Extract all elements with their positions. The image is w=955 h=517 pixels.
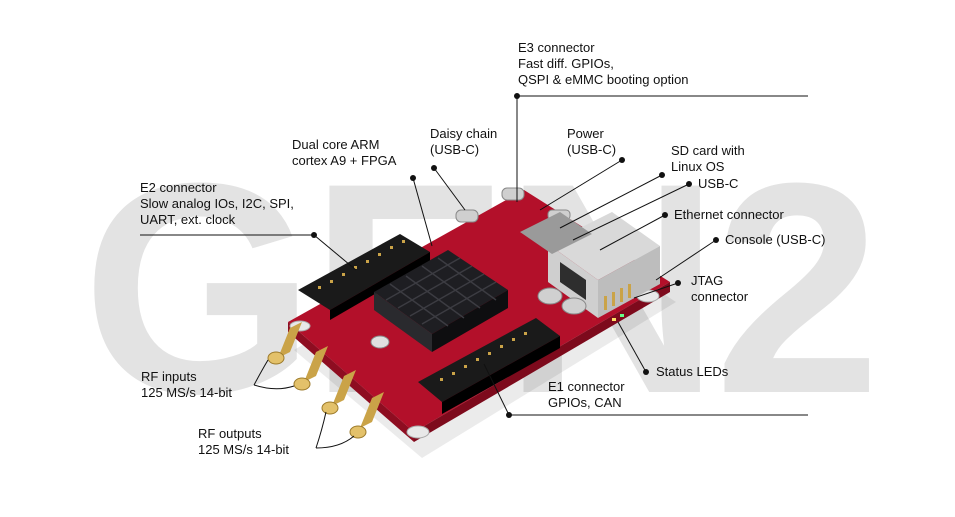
- sd-card-slot: [520, 212, 592, 254]
- leader-rf-inputs: [253, 359, 295, 390]
- leader-console: [655, 239, 717, 281]
- callout-e2-line: E2 connector: [140, 180, 217, 195]
- pcb-edge: [414, 282, 670, 442]
- callout-e3: E3 connector Fast diff. GPIOs, QSPI & eM…: [518, 40, 689, 88]
- usbc-port-daisy: [455, 209, 479, 223]
- callout-usbc-line: USB-C: [698, 176, 739, 191]
- callout-sd-line: SD card with: [671, 143, 745, 158]
- mounting-post: [406, 425, 430, 439]
- leader-usbc: [572, 183, 690, 241]
- callout-usb-c: USB-C: [698, 176, 738, 192]
- callout-rf-out-line: RF outputs: [198, 426, 262, 441]
- leader-daisy: [433, 167, 466, 211]
- callout-e1-line: E1 connector: [548, 379, 625, 394]
- sma-rf-input-1: [267, 322, 302, 365]
- leader-jtag: [633, 282, 679, 299]
- callout-power-line: Power: [567, 126, 604, 141]
- leader-dual-core: [412, 177, 433, 247]
- callout-e3-line: E3 connector: [518, 40, 595, 55]
- callout-status-leds: Status LEDs: [656, 364, 728, 380]
- callout-daisy-line: (USB-C): [430, 142, 480, 157]
- callout-ethernet: Ethernet connector: [674, 207, 784, 223]
- callout-rf-in-line: RF inputs: [141, 369, 197, 384]
- sma-rf-input-2: [293, 346, 328, 391]
- callout-sd-card: SD card with Linux OS: [671, 143, 745, 175]
- capacitor: [370, 335, 390, 349]
- heatsink: [374, 250, 508, 334]
- callout-rf-outputs: RF outputs 125 MS/s 14-bit: [198, 426, 289, 458]
- callout-rf-out-line: 125 MS/s 14-bit: [198, 442, 290, 457]
- callout-dual-core-line: Dual core ARM: [292, 137, 380, 152]
- callout-status-line: Status LEDs: [656, 364, 729, 379]
- leader-ethernet: [599, 214, 666, 251]
- e2-pins: [318, 240, 405, 289]
- callout-jtag-line: connector: [691, 289, 749, 304]
- capacitor: [537, 287, 563, 305]
- leader-status-leds: [617, 321, 647, 373]
- leader-power: [539, 159, 623, 211]
- jtag-connector: [604, 284, 631, 310]
- heatsink-fins: [385, 257, 497, 327]
- callout-console-line: Console (USB-C): [725, 232, 826, 247]
- leader-sd: [559, 174, 663, 229]
- callout-daisy-line: Daisy chain: [430, 126, 498, 141]
- sma-rf-output-1: [321, 370, 356, 415]
- callout-e1-line: GPIOs, CAN: [548, 395, 622, 410]
- e1-pins: [440, 332, 527, 381]
- leader-rf-outputs: [315, 411, 355, 449]
- callout-rf-inputs: RF inputs 125 MS/s 14-bit: [141, 369, 232, 401]
- callout-dual-core: Dual core ARM cortex A9 + FPGA: [292, 137, 396, 169]
- callout-ethernet-line: Ethernet connector: [674, 207, 784, 222]
- callout-jtag: JTAG connector: [691, 273, 748, 305]
- leader-dots: [311, 93, 719, 418]
- e1-connector: [418, 318, 560, 402]
- callout-e2-line: UART, ext. clock: [140, 212, 236, 227]
- callout-rf-in-line: 125 MS/s 14-bit: [141, 385, 233, 400]
- callout-power-line: (USB-C): [567, 142, 617, 157]
- sma-rf-output-2: [349, 392, 384, 439]
- status-leds: [612, 314, 624, 321]
- capacitor: [561, 297, 587, 315]
- callout-sd-line: Linux OS: [671, 159, 725, 174]
- callout-e2-line: Slow analog IOs, I2C, SPI,: [140, 196, 294, 211]
- callout-dual-core-line: cortex A9 + FPGA: [292, 153, 397, 168]
- leader-lines: [140, 95, 808, 449]
- ethernet-jack: [548, 212, 660, 280]
- callout-e3-line: Fast diff. GPIOs,: [518, 56, 614, 71]
- callout-e1: E1 connector GPIOs, CAN: [548, 379, 625, 411]
- callout-daisy-chain: Daisy chain (USB-C): [430, 126, 497, 158]
- callout-jtag-line: JTAG: [691, 273, 724, 288]
- callout-e3-line: QSPI & eMMC booting option: [518, 72, 689, 87]
- callout-power: Power (USB-C): [567, 126, 616, 158]
- usbc-port-power: [501, 187, 525, 201]
- callout-console: Console (USB-C): [725, 232, 825, 248]
- callout-e2: E2 connector Slow analog IOs, I2C, SPI, …: [140, 180, 294, 228]
- e2-connector: [298, 234, 430, 310]
